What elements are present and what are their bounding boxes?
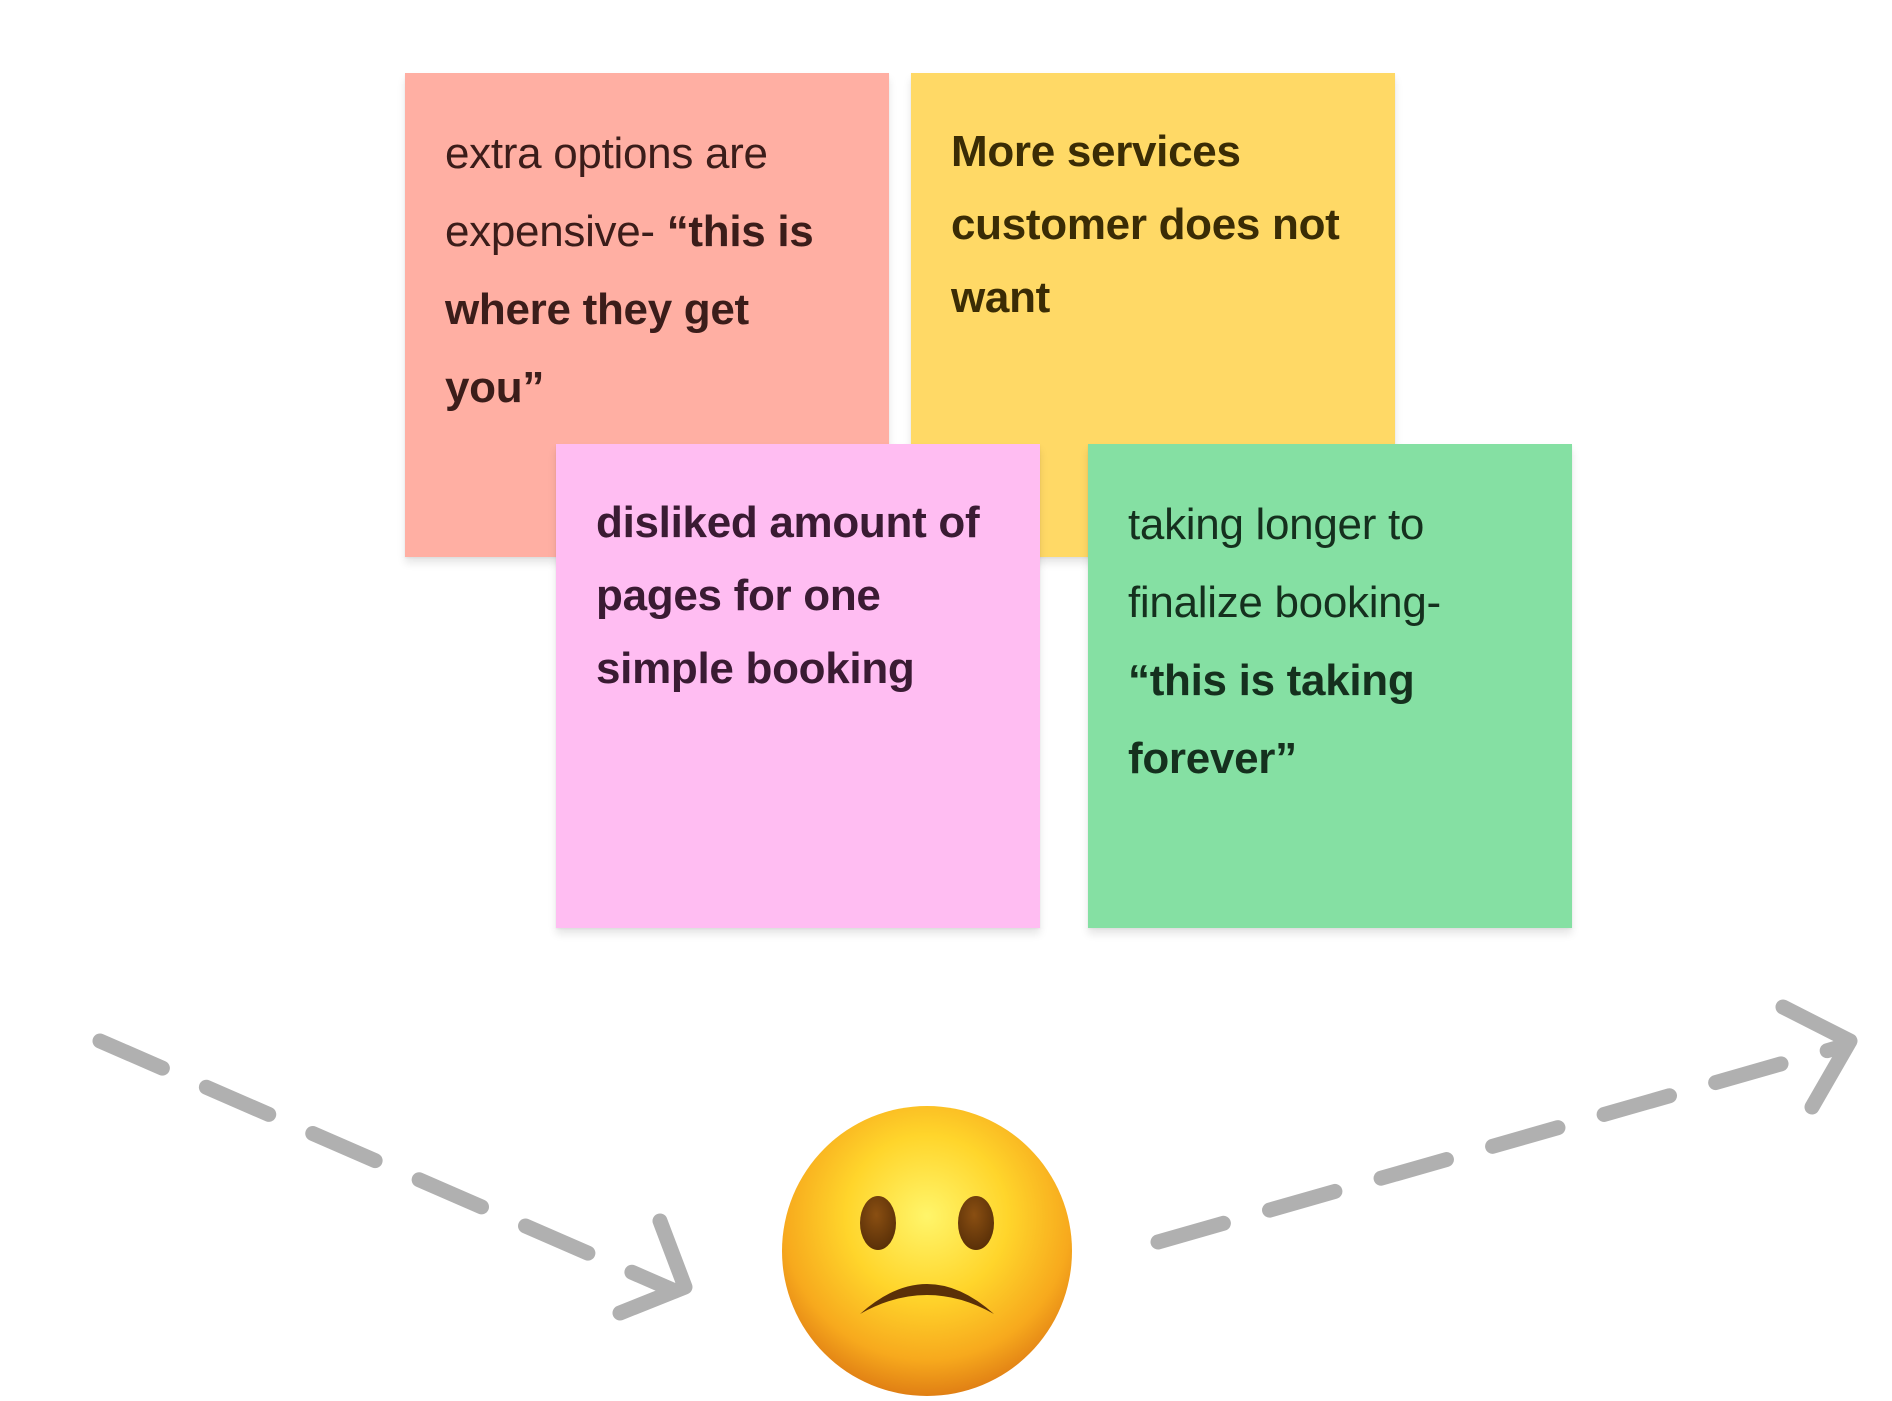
arrowhead-left bbox=[612, 1213, 693, 1321]
dashed-line-right bbox=[1150, 1039, 1848, 1250]
arrow-left-down[interactable] bbox=[92, 1033, 693, 1321]
sticky-note-bold-text: More services customer does not want bbox=[951, 127, 1340, 322]
dashed-line-left bbox=[92, 1033, 683, 1299]
sticky-note-bold-text: disliked amount of pages for one simple … bbox=[596, 498, 980, 693]
arrow-right-up[interactable] bbox=[1150, 999, 1858, 1250]
sticky-note-green[interactable]: taking longer to finalize booking- “this… bbox=[1088, 444, 1572, 928]
sticky-note-quote: “this is taking forever” bbox=[1128, 656, 1415, 783]
sticky-note-text: More services customer does not want bbox=[951, 115, 1355, 334]
sticky-note-text: extra options are expensive- “this is wh… bbox=[445, 115, 849, 427]
sticky-note-text: disliked amount of pages for one simple … bbox=[596, 486, 1000, 705]
sticky-note-red[interactable]: extra options are expensive- “this is wh… bbox=[405, 73, 889, 557]
sticky-note-quote: “this is where they get you” bbox=[445, 207, 814, 412]
sticky-note-plain-text: taking longer to finalize booking- bbox=[1128, 500, 1441, 627]
sticky-note-pink[interactable]: disliked amount of pages for one simple … bbox=[556, 444, 1040, 928]
slightly-frowning-face-icon[interactable] bbox=[780, 1104, 1074, 1398]
arrowhead-right bbox=[1775, 999, 1858, 1115]
sticky-note-plain-text: extra options are expensive- bbox=[445, 129, 768, 256]
sticky-note-text: taking longer to finalize booking- “this… bbox=[1128, 486, 1532, 798]
